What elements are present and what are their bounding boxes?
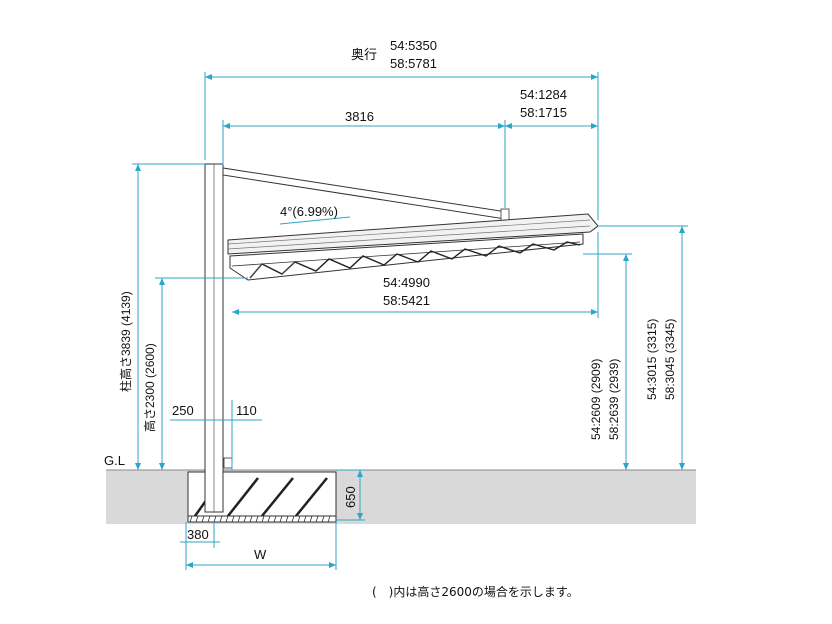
top-height-58: 58:3045 (3345) bbox=[663, 319, 677, 400]
depth-58: 58:5781 bbox=[390, 56, 437, 71]
depth-dimension bbox=[204, 72, 599, 220]
post-offset-dimension bbox=[170, 400, 262, 470]
foundation-650: 650 bbox=[343, 486, 358, 508]
foundation-depth-dimension bbox=[336, 469, 365, 521]
foundation-380-dimension bbox=[180, 522, 220, 548]
depth-54: 54:5350 bbox=[390, 38, 437, 53]
roof-58: 58:5421 bbox=[383, 293, 430, 308]
footnote: ( )内は高さ2600の場合を示します。 bbox=[372, 584, 579, 599]
span-dimension bbox=[222, 120, 598, 208]
foundation-width-dimension bbox=[185, 522, 337, 570]
top-height-54: 54:3015 (3315) bbox=[645, 319, 659, 400]
post-height-label: 柱高さ3839 (4139) bbox=[118, 291, 133, 392]
roof bbox=[227, 213, 599, 281]
depth-title: 奥行 bbox=[351, 47, 377, 62]
front-58: 58:1715 bbox=[520, 105, 567, 120]
height-dimension bbox=[155, 277, 248, 470]
roof-54: 54:4990 bbox=[383, 275, 430, 290]
width-w: W bbox=[254, 547, 267, 562]
post-height-dimension bbox=[132, 163, 205, 470]
roof-length-dimension bbox=[232, 232, 599, 318]
slope-label: 4°(6.99%) bbox=[280, 204, 338, 219]
tension-stay bbox=[222, 167, 510, 224]
dim-110: 110 bbox=[236, 403, 257, 418]
gl-label: G.L bbox=[104, 453, 125, 468]
height-label: 高さ2300 (2600) bbox=[142, 343, 157, 432]
foundation-380: 380 bbox=[187, 527, 209, 542]
front-height-58: 58:2639 (2939) bbox=[607, 359, 621, 440]
dim-250: 250 bbox=[172, 403, 194, 418]
front-height-dimension bbox=[583, 253, 632, 470]
post bbox=[204, 163, 233, 513]
top-height-dimension bbox=[598, 225, 688, 470]
front-54: 54:1284 bbox=[520, 87, 567, 102]
front-height-54: 54:2609 (2909) bbox=[589, 359, 603, 440]
span-3816: 3816 bbox=[345, 109, 374, 124]
slope-line bbox=[279, 216, 351, 225]
